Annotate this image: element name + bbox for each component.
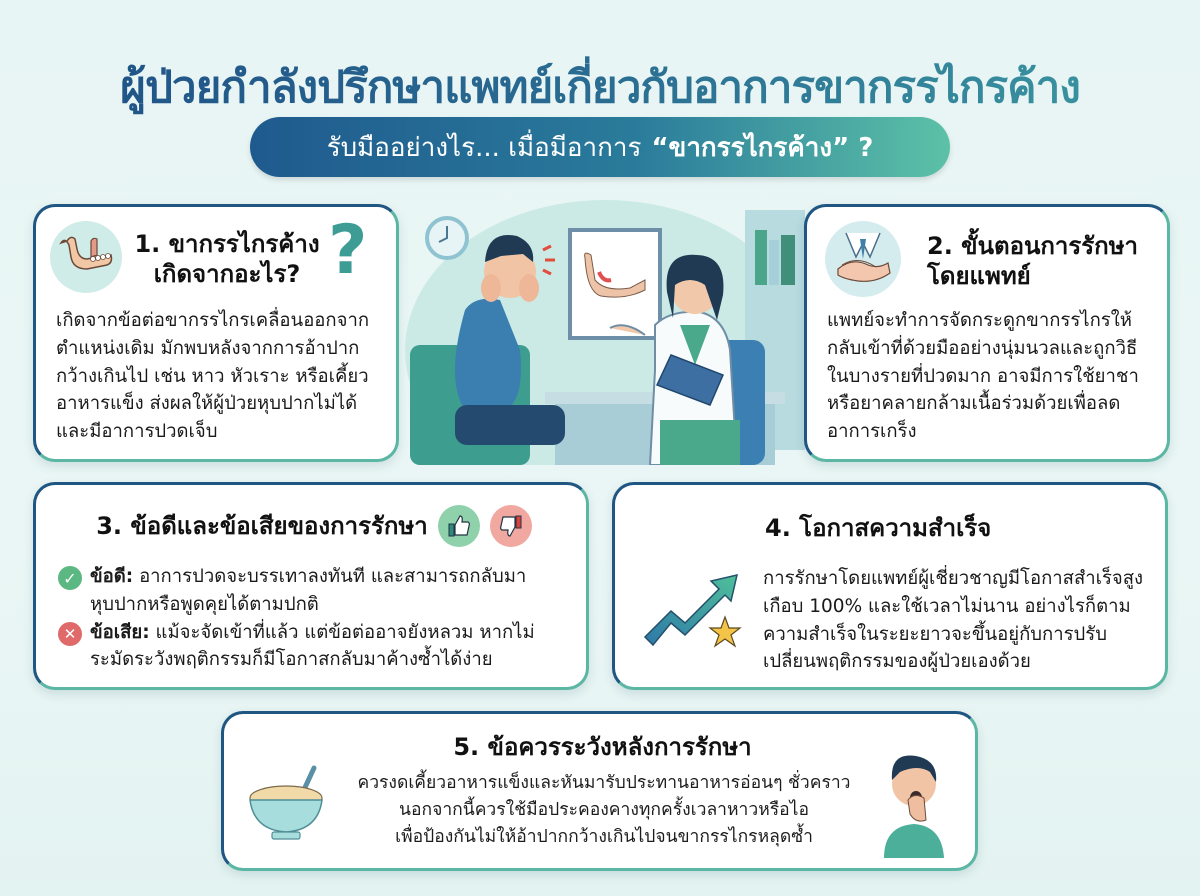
card-body: การรักษาโดยแพทย์ผู้เชี่ยวชาญมีโอกาสสำเร็… (763, 568, 1144, 673)
thumbs-up-icon (437, 505, 480, 547)
pros-text: อาการปวดจะบรรเทาลงทันที และสามารถกลับมาห… (90, 566, 527, 615)
cross-icon: ✕ (58, 621, 82, 646)
doctor-consultation-illustration (405, 200, 805, 465)
page-title: ผู้ป่วยกำลังปรึกษาแพทย์เกี่ยวกับอาการขาก… (0, 52, 1200, 122)
cons-text: แม้จะจัดเข้าที่แล้ว แต่ข้อต่ออาจยังหลวม … (90, 621, 535, 671)
pros-label: ข้อดี: (90, 566, 134, 587)
subtitle-highlight: “ขากรรไกรค้าง” ? (651, 132, 874, 163)
aftercare-line-3: เพื่อป้องกันไม่ให้อ้าปากกว้างเกินไปจนขาก… (395, 827, 813, 848)
card-cause: 1. ขากรรไกรค้าง เกิดจากอะไร? ? เกิดจากข้… (33, 204, 399, 462)
check-icon: ✓ (58, 566, 82, 590)
cons-label: ข้อเสีย: (90, 621, 150, 643)
subtitle-prefix: รับมืออย่างไร... เมื่อมีอาการ (326, 132, 642, 163)
porridge-bowl-icon (244, 764, 334, 848)
card-title-line2: โดยแพทย์ (927, 262, 1031, 290)
card-aftercare: 5. ข้อควรระวังหลังการรักษา ควรงดเคี้ยวอา… (221, 711, 978, 871)
card-title: 5. ข้อควรระวังหลังการรักษา (453, 733, 752, 761)
thumbs-down-icon (489, 505, 532, 547)
yawning-person-icon (878, 740, 948, 862)
card-title: 1. ขากรรไกรค้าง (134, 230, 320, 258)
jaw-bone-icon (50, 221, 122, 293)
card-pros-cons: 3. ข้อดีและข้อเสียของการรักษา ✓ ข้อดี: อ… (33, 482, 589, 690)
card-title-line2: เกิดจากอะไร? (153, 260, 301, 288)
trend-up-star-icon (641, 565, 751, 659)
card-body: เกิดจากข้อต่อขากรรไกรเคลื่อนออกจากตำแหน่… (56, 310, 370, 442)
card-title: 4. โอกาสความสำเร็จ (765, 514, 992, 542)
subtitle-banner: รับมืออย่างไร... เมื่อมีอาการ “ขากรรไกรค… (250, 117, 950, 177)
question-mark-icon: ? (328, 211, 368, 290)
card-title: 2. ขั้นตอนการรักษา (927, 232, 1139, 260)
card-title: 3. ข้อดีและข้อเสียของการรักษา (96, 512, 428, 540)
card-treatment: 2. ขั้นตอนการรักษา โดยแพทย์ แพทย์จะทำการ… (804, 204, 1170, 462)
aftercare-line-1: ควรงดเคี้ยวอาหารแข็งและหันมารับประทานอาห… (357, 773, 851, 793)
card-body: แพทย์จะทำการจัดกระดูกขากรรไกรให้กลับเข้า… (827, 310, 1139, 442)
aftercare-line-2: นอกจากนี้ควรใช้มือประคองคางทุกครั้งเวลาห… (399, 800, 809, 821)
doctor-hands-icon (825, 221, 901, 297)
card-success-rate: 4. โอกาสความสำเร็จ การรักษาโดยแพทย์ผู้เช… (612, 482, 1168, 690)
